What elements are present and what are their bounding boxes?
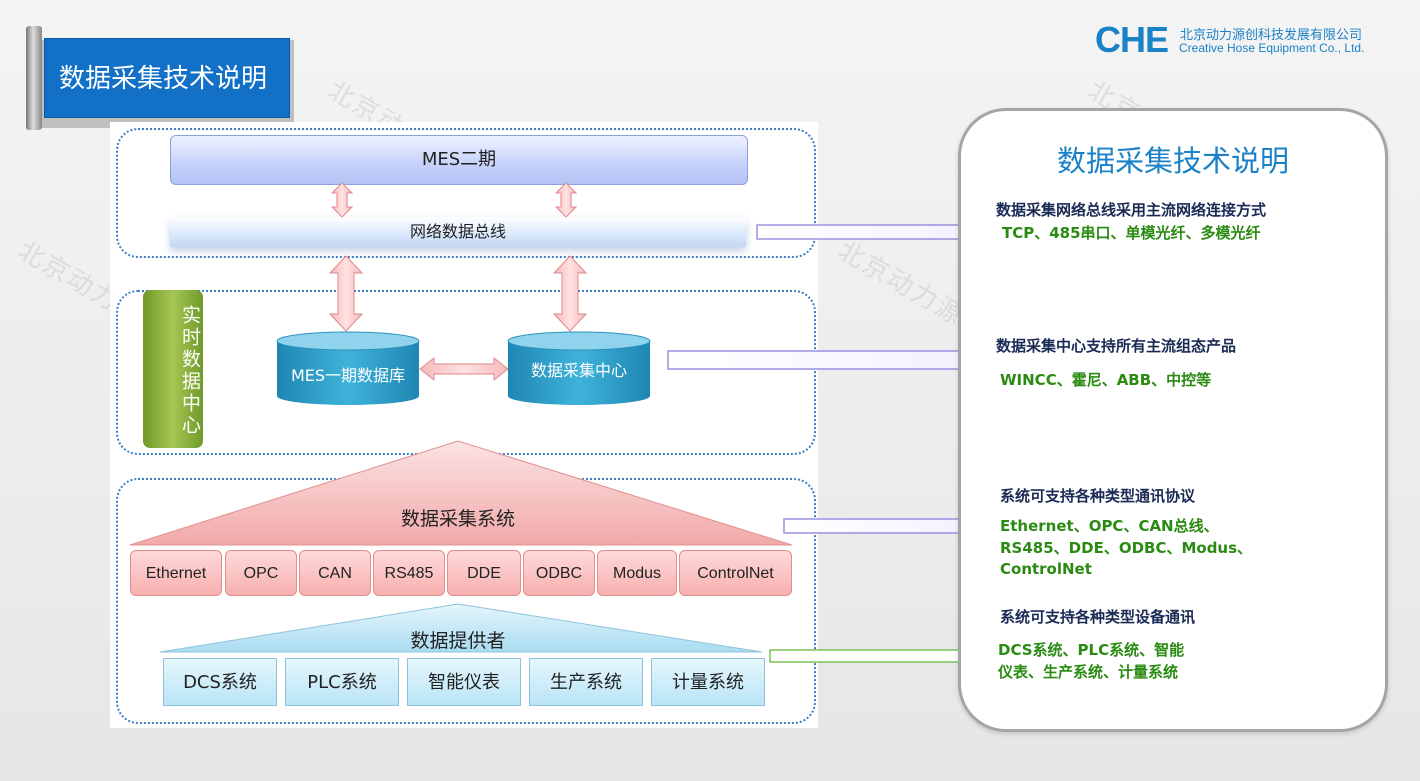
item-detail: WINCC、霍尼、ABB、中控等 xyxy=(1000,371,1212,389)
item-heading: 数据采集网络总线采用主流网络连接方式 xyxy=(996,201,1267,219)
provider-triangle xyxy=(159,603,763,653)
protocol-odbc: ODBC xyxy=(523,550,595,596)
page-title: 数据采集技术说明 xyxy=(44,38,290,118)
company-name-cn: 北京动力源创科技发展有限公司 xyxy=(1180,28,1363,43)
device-production: 生产系统 xyxy=(529,658,643,706)
protocol-rs485: RS485 xyxy=(373,550,445,596)
protocol-can: CAN xyxy=(299,550,371,596)
protocol-controlnet: ControlNet xyxy=(679,550,792,596)
title-ribbon-roll xyxy=(26,26,42,130)
network-group xyxy=(116,128,816,258)
item-detail: 仪表、生产系统、计量系统 xyxy=(998,663,1179,681)
network-bus: 网络数据总线 xyxy=(170,217,746,247)
connector-arrow-icon xyxy=(667,212,987,546)
double-arrow-icon xyxy=(328,255,588,332)
mes-phase2-box: MES二期 xyxy=(170,135,748,185)
item-detail: TCP、485串口、单模光纤、多模光纤 xyxy=(1002,224,1261,242)
device-plc: PLC系统 xyxy=(285,658,399,706)
item-heading: 系统可支持各种类型通讯协议 xyxy=(1000,487,1196,505)
collection-system-label: 数据采集系统 xyxy=(400,508,515,530)
protocol-modus: Modus xyxy=(597,550,677,596)
item-heading: 数据采集中心支持所有主流组态产品 xyxy=(996,337,1237,355)
item-heading: 系统可支持各种类型设备通讯 xyxy=(1000,608,1196,626)
panel-title: 数据采集技术说明 xyxy=(1056,144,1289,178)
double-arrow-icon xyxy=(419,356,509,382)
item-detail: RS485、DDE、ODBC、Modus、 xyxy=(1000,539,1253,557)
database-label: MES一期数据库 xyxy=(290,366,406,385)
description-panel xyxy=(958,108,1388,732)
item-detail: Ethernet、OPC、CAN总线、 xyxy=(1000,517,1219,535)
protocol-ethernet: Ethernet xyxy=(130,550,222,596)
realtime-center-label: 实时数据中心 xyxy=(143,290,203,448)
collection-center-label: 数据采集中心 xyxy=(530,361,627,380)
protocol-opc: OPC xyxy=(225,550,297,596)
company-name-en: Creative Hose Equipment Co., Ltd. xyxy=(1179,41,1365,55)
double-arrow-icon xyxy=(330,182,578,218)
device-meter: 智能仪表 xyxy=(407,658,521,706)
item-detail: ControlNet xyxy=(1000,560,1092,578)
device-metering: 计量系统 xyxy=(651,658,765,706)
provider-label: 数据提供者 xyxy=(410,630,506,652)
collection-system-triangle xyxy=(129,440,793,546)
connector-arrow-icon xyxy=(769,640,987,672)
database-cylinder xyxy=(276,331,420,405)
device-dcs: DCS系统 xyxy=(163,658,277,706)
item-detail: DCS系统、PLC系统、智能 xyxy=(998,641,1185,659)
protocol-dde: DDE xyxy=(447,550,521,596)
company-logo: CHE xyxy=(1095,19,1169,60)
collection-center-cylinder xyxy=(507,331,651,405)
